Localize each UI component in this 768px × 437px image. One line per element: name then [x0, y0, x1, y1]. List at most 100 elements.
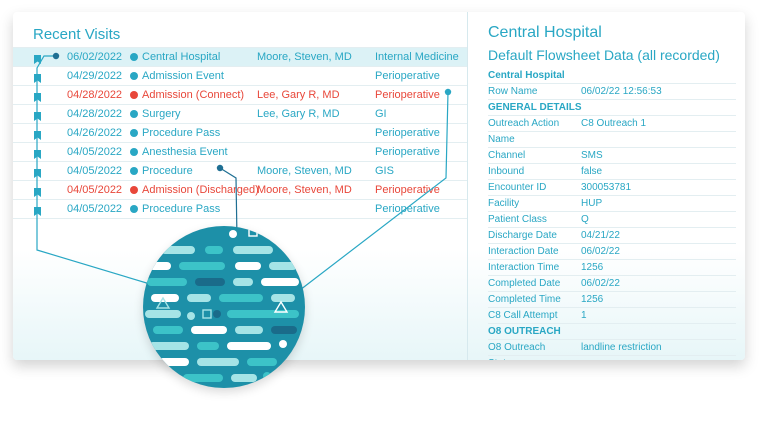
visit-department: Perioperative: [375, 89, 440, 101]
bookmark-icon[interactable]: [34, 52, 41, 64]
visit-date: 06/02/2022: [67, 51, 123, 63]
panel-divider: [467, 12, 468, 360]
hospital-title: Central Hospital: [488, 24, 602, 41]
visit-event: Procedure Pass: [142, 203, 221, 215]
status-dot-icon: [130, 167, 138, 175]
visit-row[interactable]: 06/02/2022 Central Hospital Moore, Steven,…: [13, 47, 467, 66]
status-dot-icon: [130, 129, 138, 137]
flowsheet-label: O8 OUTREACH: [488, 326, 561, 337]
flowsheet-section-header: Central Hospital: [488, 68, 736, 84]
recent-visits-title: Recent Visits: [33, 26, 121, 43]
callout-line-department: [299, 91, 449, 291]
flowsheet-label: Discharge Date: [488, 230, 557, 241]
flowsheet-title: Default Flowsheet Data (all recorded): [488, 47, 720, 63]
flowsheet-value: 1: [581, 310, 587, 321]
flowsheet-value: SMS: [581, 150, 603, 161]
flowsheet-label: Outreach Action: [488, 118, 560, 129]
status-dot-icon: [130, 205, 138, 213]
flowsheet-label: Channel: [488, 150, 526, 161]
visit-event: Admission (Discharged): [142, 184, 259, 196]
flowsheet-label: Completed Time: [488, 294, 561, 305]
visit-event: Procedure Pass: [142, 127, 221, 139]
flowsheet-row: Completed Time 1256: [488, 292, 736, 308]
flowsheet-row: Facility HUP: [488, 196, 736, 212]
visit-row[interactable]: 04/28/2022 Admission (Connect) Lee, Gary R…: [13, 85, 467, 104]
flowsheet-row: Channel SMS: [488, 148, 736, 164]
flowsheet-label: C8 Call Attempt: [488, 310, 558, 321]
visit-event: Surgery: [142, 108, 181, 120]
flowsheet-label: Patient Class: [488, 214, 547, 225]
visit-date: 04/05/2022: [67, 203, 123, 215]
visit-department: Perioperative: [375, 70, 440, 82]
visit-department: Perioperative: [375, 184, 440, 196]
flowsheet-value: landline restriction: [581, 342, 662, 353]
magnifier-lens: [143, 226, 305, 388]
flowsheet-row: C8 Call Attempt 1: [488, 308, 736, 324]
flowsheet-label: Row Name: [488, 86, 538, 97]
flowsheet-row: Discharge Date 04/21/22: [488, 228, 736, 244]
visit-department: Internal Medicine: [375, 51, 459, 63]
flowsheet-value: 1256: [581, 262, 604, 273]
flowsheet-label: Inbound: [488, 166, 525, 177]
visit-date: 04/05/2022: [67, 184, 123, 196]
visit-event: Admission (Connect): [142, 89, 245, 101]
flowsheet-label: Encounter ID: [488, 182, 547, 193]
flowsheet-row: Patient Class Q: [488, 212, 736, 228]
flowsheet-value: 04/21/22: [581, 230, 620, 241]
flowsheet-section-header: O8 OUTREACH: [488, 324, 736, 340]
visit-department: GI: [375, 108, 387, 120]
status-dot-icon: [130, 72, 138, 80]
flowsheet-value: 1256: [581, 294, 604, 305]
visit-provider: Lee, Gary R, MD: [257, 108, 340, 120]
flowsheet-label: Central Hospital: [488, 70, 565, 81]
visit-provider: Moore, Steven, MD: [257, 51, 352, 63]
flowsheet-label: Interaction Date: [488, 246, 559, 257]
flowsheet-panel: Central Hospital Default Flowsheet Data …: [468, 12, 745, 360]
flowsheet-value: HUP: [581, 198, 603, 209]
visit-provider: Moore, Steven, MD: [257, 184, 352, 196]
flowsheet-value: Q: [581, 214, 589, 225]
flowsheet-row: Encounter ID 300053781: [488, 180, 736, 196]
callout-line-row: [36, 55, 171, 291]
flowsheet-section-header: GENERAL DETAILS: [488, 100, 736, 116]
visit-provider: Moore, Steven, MD: [257, 165, 352, 177]
status-dot-icon: [130, 186, 138, 194]
flowsheet-label: GENERAL DETAILS: [488, 102, 582, 113]
visit-department: GIS: [375, 165, 394, 177]
flowsheet-value: C8 Outreach 1: [581, 118, 647, 129]
flowsheet-row: Status: [488, 356, 736, 360]
visit-department: Perioperative: [375, 203, 440, 215]
visit-event: Central Hospital: [142, 51, 221, 63]
visit-event: Procedure: [142, 165, 193, 177]
flowsheet-value: 300053781: [581, 182, 632, 193]
flowsheet-label: Status: [488, 356, 516, 360]
flowsheet-row: Name: [488, 132, 736, 148]
flowsheet-value: 06/02/22 12:56:53: [581, 86, 662, 97]
visit-date: 04/26/2022: [67, 127, 123, 139]
visit-row[interactable]: 04/05/2022 Procedure Pass Perioperative: [13, 199, 467, 219]
flowsheet-value: 06/02/22: [581, 278, 620, 289]
visit-date: 04/28/2022: [67, 89, 123, 101]
flowsheet-label: Facility: [488, 198, 520, 209]
recent-visits-panel: Recent Visits 06/02/2022 Central Hospital…: [13, 12, 467, 360]
visit-date: 04/05/2022: [67, 146, 123, 158]
visit-row[interactable]: 04/05/2022 Admission (Discharged)Moore, S…: [13, 180, 467, 199]
visit-event: Admission Event: [142, 70, 224, 82]
status-dot-icon: [130, 53, 138, 61]
flowsheet-label: Name: [488, 134, 515, 145]
visit-provider: Lee, Gary R, MD: [257, 89, 340, 101]
